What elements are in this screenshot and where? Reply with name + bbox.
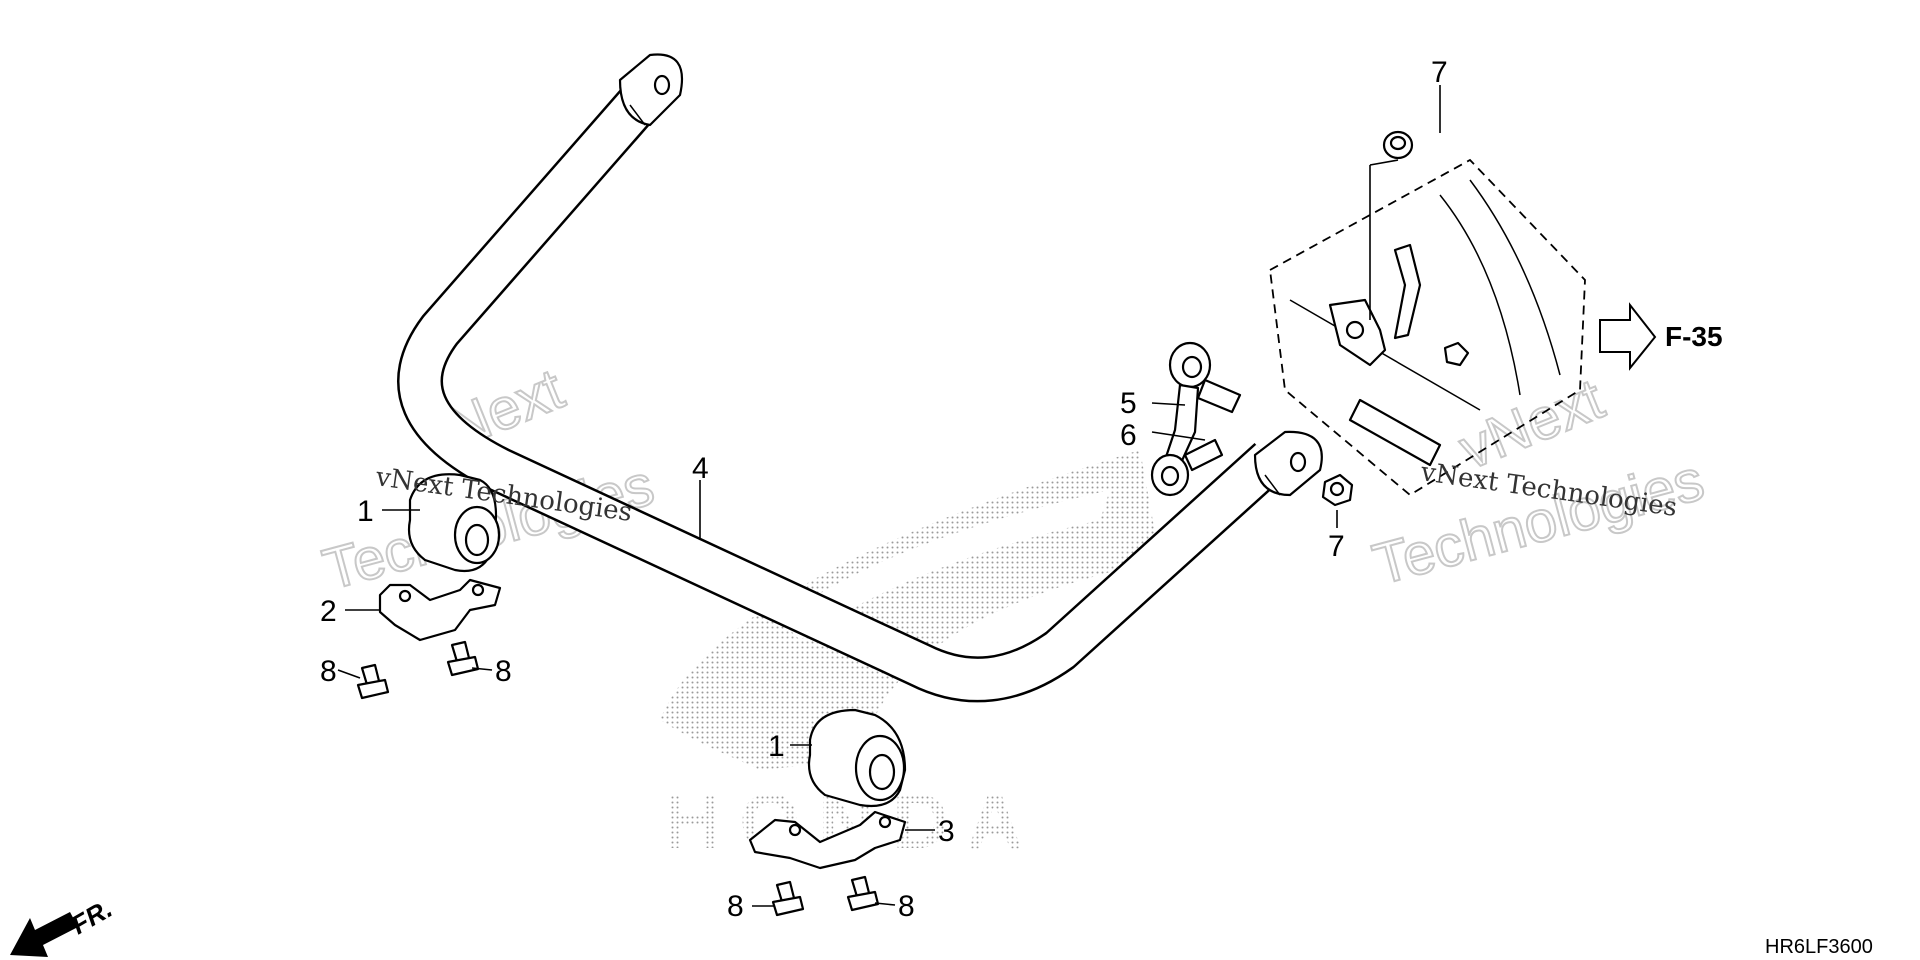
arrow-right-outline-icon — [1599, 302, 1657, 371]
callout-7-lower: 7 — [1328, 530, 1345, 563]
honda-wing-stripe — [780, 490, 1110, 640]
callout-1-center: 1 — [768, 730, 785, 763]
diagram-code: HR6LF3600 — [1765, 936, 1873, 958]
bolt-left-b — [446, 640, 480, 677]
callout-8-left-b: 8 — [495, 655, 512, 688]
front-direction-indicator: FR. — [10, 893, 117, 957]
callout-4: 4 — [692, 452, 709, 485]
callout-7-upper: 7 — [1431, 56, 1448, 89]
stabilizer-bar — [397, 53, 1323, 703]
leader-lines — [337, 85, 1441, 907]
callout-3: 3 — [938, 815, 955, 848]
reference-f35-label: F-35 — [1665, 321, 1723, 352]
reference-area — [1269, 158, 1586, 497]
reference-f35[interactable]: F-35 — [1599, 302, 1723, 371]
nut-upper — [1382, 130, 1414, 160]
callout-1-left: 1 — [357, 495, 374, 528]
stabilizer-bar-end-left — [618, 53, 684, 127]
callout-2: 2 — [320, 595, 337, 628]
watermark-technologies-right: Technologies — [1367, 447, 1711, 597]
bolt-left-a — [356, 663, 390, 700]
callout-8-center-b: 8 — [898, 890, 915, 923]
callout-8-left-a: 8 — [320, 655, 337, 688]
bracket-left — [378, 578, 502, 642]
front-direction-label: FR. — [66, 893, 117, 940]
bracket-center — [748, 810, 907, 870]
nut-lower — [1321, 473, 1354, 507]
bolt-center-a — [771, 880, 805, 917]
callout-6: 6 — [1120, 419, 1137, 452]
callout-5: 5 — [1120, 387, 1137, 420]
bushing-left — [407, 473, 501, 573]
bushing-center — [807, 708, 907, 808]
reference-area-outline — [1269, 158, 1586, 497]
stabilizer-link — [1150, 341, 1242, 497]
callout-8-center-a: 8 — [727, 890, 744, 923]
bolt-center-b — [846, 875, 880, 912]
arrow-down-left-icon — [10, 912, 78, 957]
stabilizer-bar-end-right — [1253, 430, 1323, 497]
